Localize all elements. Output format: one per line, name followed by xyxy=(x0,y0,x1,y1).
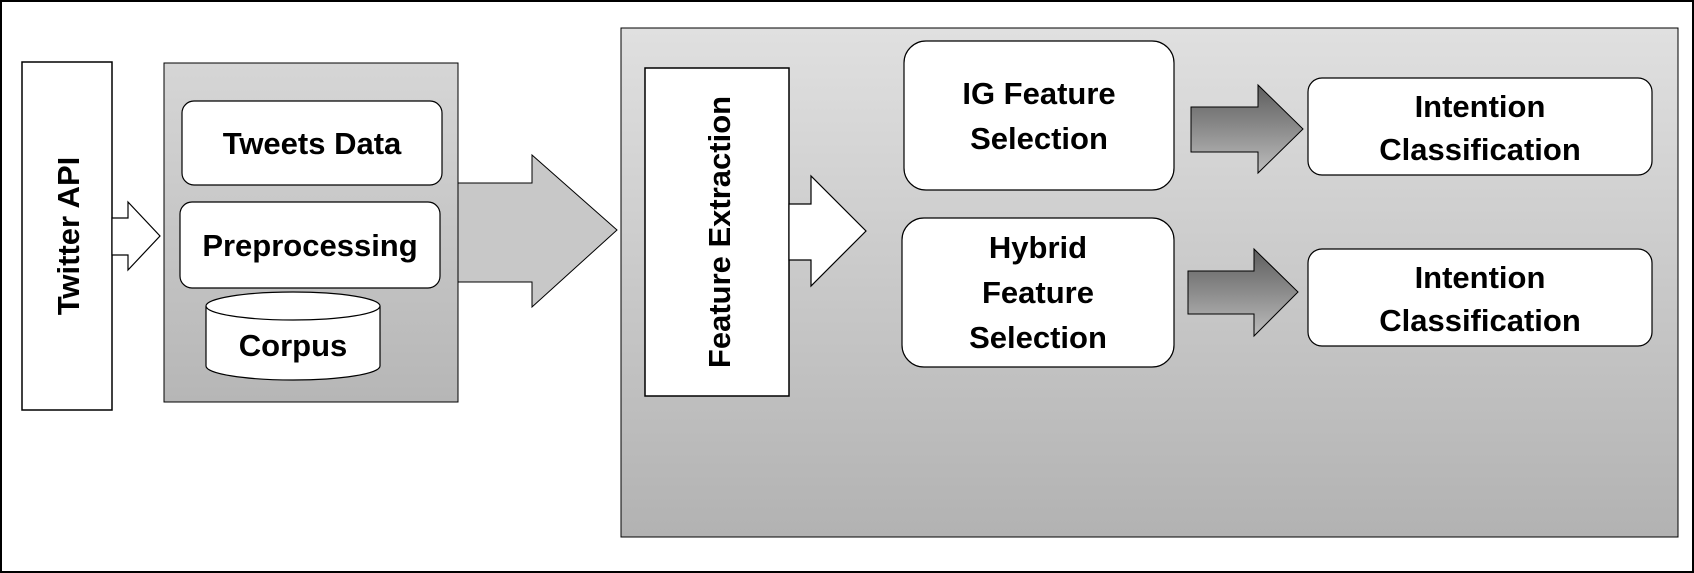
hybrid-selection-line2: Feature xyxy=(982,275,1094,310)
tweets-data-box xyxy=(181,100,443,186)
ig-selection-line2: Selection xyxy=(970,121,1108,156)
tweets-data-label: Tweets Data xyxy=(223,126,402,161)
corpus-cylinder xyxy=(205,291,381,381)
preprocessing-box xyxy=(179,201,441,289)
classification-bottom-line1: Intention xyxy=(1415,260,1546,295)
ig-selection-box xyxy=(903,40,1175,191)
classification-bottom-line2: Classification xyxy=(1379,303,1581,338)
classification-top-box xyxy=(1307,77,1653,176)
twitter-api-box xyxy=(21,61,113,411)
hybrid-to-classification-arrow xyxy=(1187,247,1299,338)
feature-extraction-box xyxy=(644,67,790,397)
feature-extraction-label: Feature Extraction xyxy=(702,96,737,368)
twitter-api-label: Twitter API xyxy=(51,157,86,315)
preprocessing-label: Preprocessing xyxy=(202,228,417,263)
hybrid-selection-box xyxy=(901,217,1175,368)
corpus-label: Corpus xyxy=(239,328,348,363)
ig-to-classification-arrow xyxy=(1190,83,1304,175)
hybrid-selection-line1: Hybrid xyxy=(989,230,1087,265)
api-to-data-arrow xyxy=(111,200,161,272)
ig-selection-line1: IG Feature xyxy=(962,76,1115,111)
classification-top-line2: Classification xyxy=(1379,132,1581,167)
hybrid-selection-line3: Selection xyxy=(969,320,1107,355)
classification-bottom-box xyxy=(1307,248,1653,347)
extraction-to-selection-arrow xyxy=(788,174,867,288)
classification-top-line1: Intention xyxy=(1415,89,1546,124)
data-to-features-arrow xyxy=(457,153,618,309)
